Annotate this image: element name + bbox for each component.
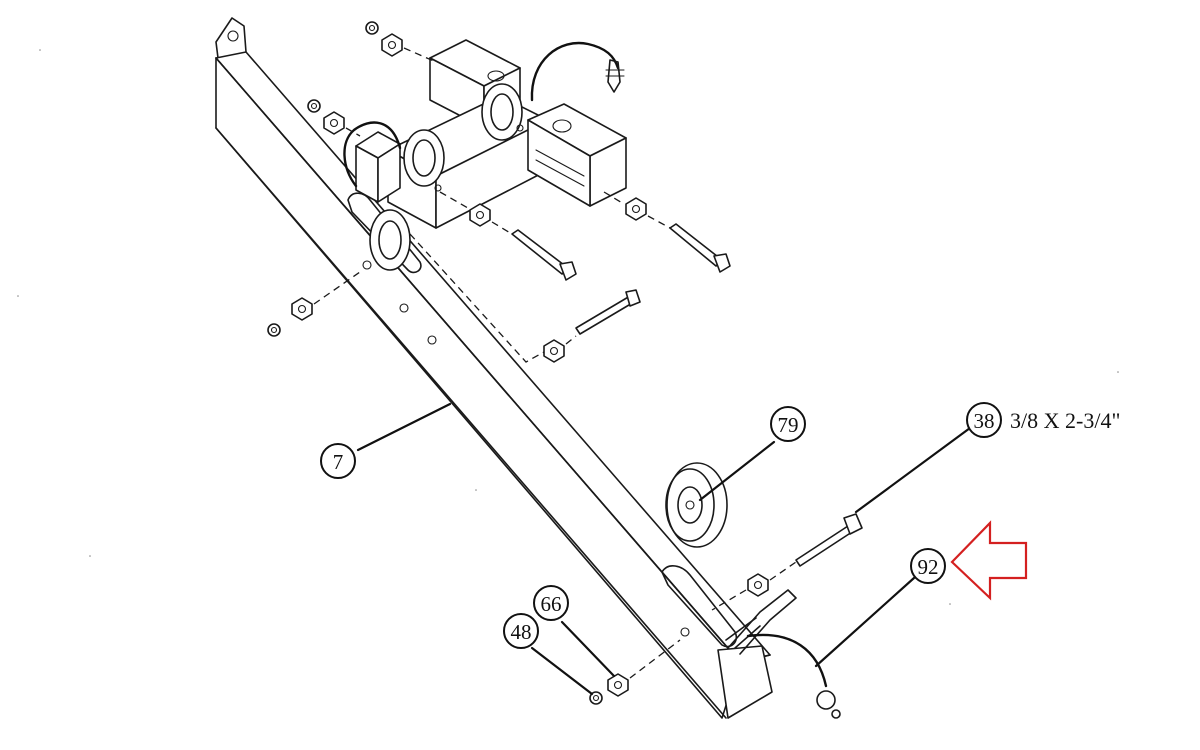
main-beam [215, 17, 773, 719]
carriage-assembly [343, 39, 627, 271]
leader-lines [356, 402, 972, 696]
callout-79: 79 [770, 406, 806, 442]
callout-48-label: 48 [511, 620, 532, 644]
callout-66-label: 66 [541, 592, 562, 616]
callout-7-label: 7 [333, 450, 344, 474]
highlight-arrow-icon [950, 520, 1028, 601]
callout-48: 48 [503, 613, 539, 649]
pin-assembly-92 [727, 589, 841, 719]
callout-92: 92 [910, 548, 946, 584]
part-38-size-label: 3/8 X 2-3/4" [1010, 408, 1120, 433]
callout-79-label: 79 [778, 413, 799, 437]
callout-66: 66 [533, 585, 569, 621]
callout-92-label: 92 [918, 555, 939, 579]
pulley-79 [665, 462, 728, 548]
scan-specks [17, 49, 1119, 605]
callout-38: 38 [966, 402, 1002, 438]
hardware [267, 21, 863, 705]
callout-7: 7 [320, 443, 356, 479]
callout-38-label: 38 [974, 409, 995, 433]
